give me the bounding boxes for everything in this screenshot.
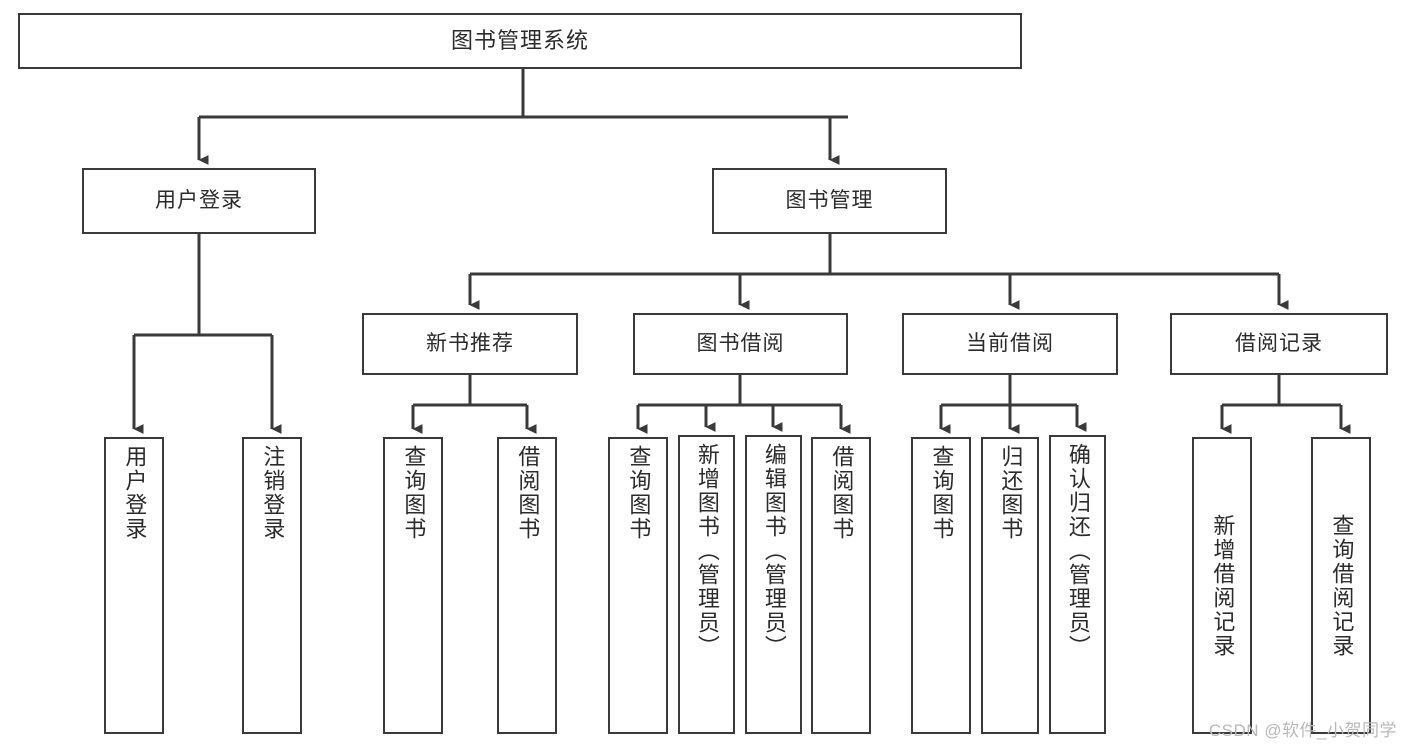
csdn-watermark: CSDN @软件_小贺同学	[1208, 721, 1397, 740]
node-label: 查询图书	[929, 445, 955, 541]
leaf-user-login[interactable]: 用户登录	[104, 437, 164, 734]
node-label: 用户登录	[155, 188, 243, 212]
node-label: 新增借阅记录	[1210, 513, 1236, 658]
node-label: 借阅图书	[515, 445, 541, 541]
leaf-logout[interactable]: 注销登录	[242, 437, 302, 734]
leaf-query-book-recommend[interactable]: 查询图书	[383, 437, 443, 734]
leaf-add-book-admin[interactable]: 新增图书（管理员）	[678, 435, 735, 734]
node-label: 借阅记录	[1235, 331, 1323, 355]
node-label: 图书管理	[785, 188, 874, 212]
node-book-borrow[interactable]: 图书借阅	[633, 313, 848, 375]
node-label: 图书借阅	[696, 331, 785, 355]
node-current-borrow[interactable]: 当前借阅	[902, 313, 1118, 375]
node-label: 借阅图书	[829, 445, 855, 541]
node-label: 新书推荐	[426, 331, 514, 355]
node-root-system[interactable]: 图书管理系统	[18, 13, 1022, 69]
node-borrow-records[interactable]: 借阅记录	[1170, 313, 1388, 375]
leaf-query-borrow-record[interactable]: 查询借阅记录	[1311, 437, 1371, 734]
node-label: 图书管理系统	[450, 28, 589, 54]
leaf-confirm-return-admin[interactable]: 确认归还（管理员）	[1049, 435, 1106, 734]
node-book-management[interactable]: 图书管理	[712, 168, 947, 234]
node-new-book-recommend[interactable]: 新书推荐	[362, 313, 578, 375]
node-label: 注销登录	[260, 445, 286, 541]
node-user-login[interactable]: 用户登录	[82, 168, 316, 234]
leaf-edit-book-admin[interactable]: 编辑图书（管理员）	[745, 435, 802, 734]
leaf-borrow-book[interactable]: 借阅图书	[811, 437, 871, 734]
leaf-borrow-book-recommend[interactable]: 借阅图书	[497, 437, 557, 734]
node-label: 确认归还（管理员）	[1065, 443, 1091, 659]
leaf-add-borrow-record[interactable]: 新增借阅记录	[1192, 437, 1252, 734]
leaf-query-book-current[interactable]: 查询图书	[911, 437, 971, 734]
node-label: 查询借阅记录	[1329, 513, 1355, 658]
leaf-query-book-borrow[interactable]: 查询图书	[608, 437, 668, 734]
node-label: 查询图书	[401, 445, 427, 541]
node-label: 编辑图书（管理员）	[761, 443, 787, 659]
leaf-return-book[interactable]: 归还图书	[981, 437, 1039, 734]
node-label: 当前借阅	[966, 331, 1054, 355]
node-label: 归还图书	[998, 445, 1024, 541]
node-label: 用户登录	[122, 445, 148, 541]
node-label: 查询图书	[626, 445, 652, 541]
node-label: 新增图书（管理员）	[694, 443, 720, 659]
